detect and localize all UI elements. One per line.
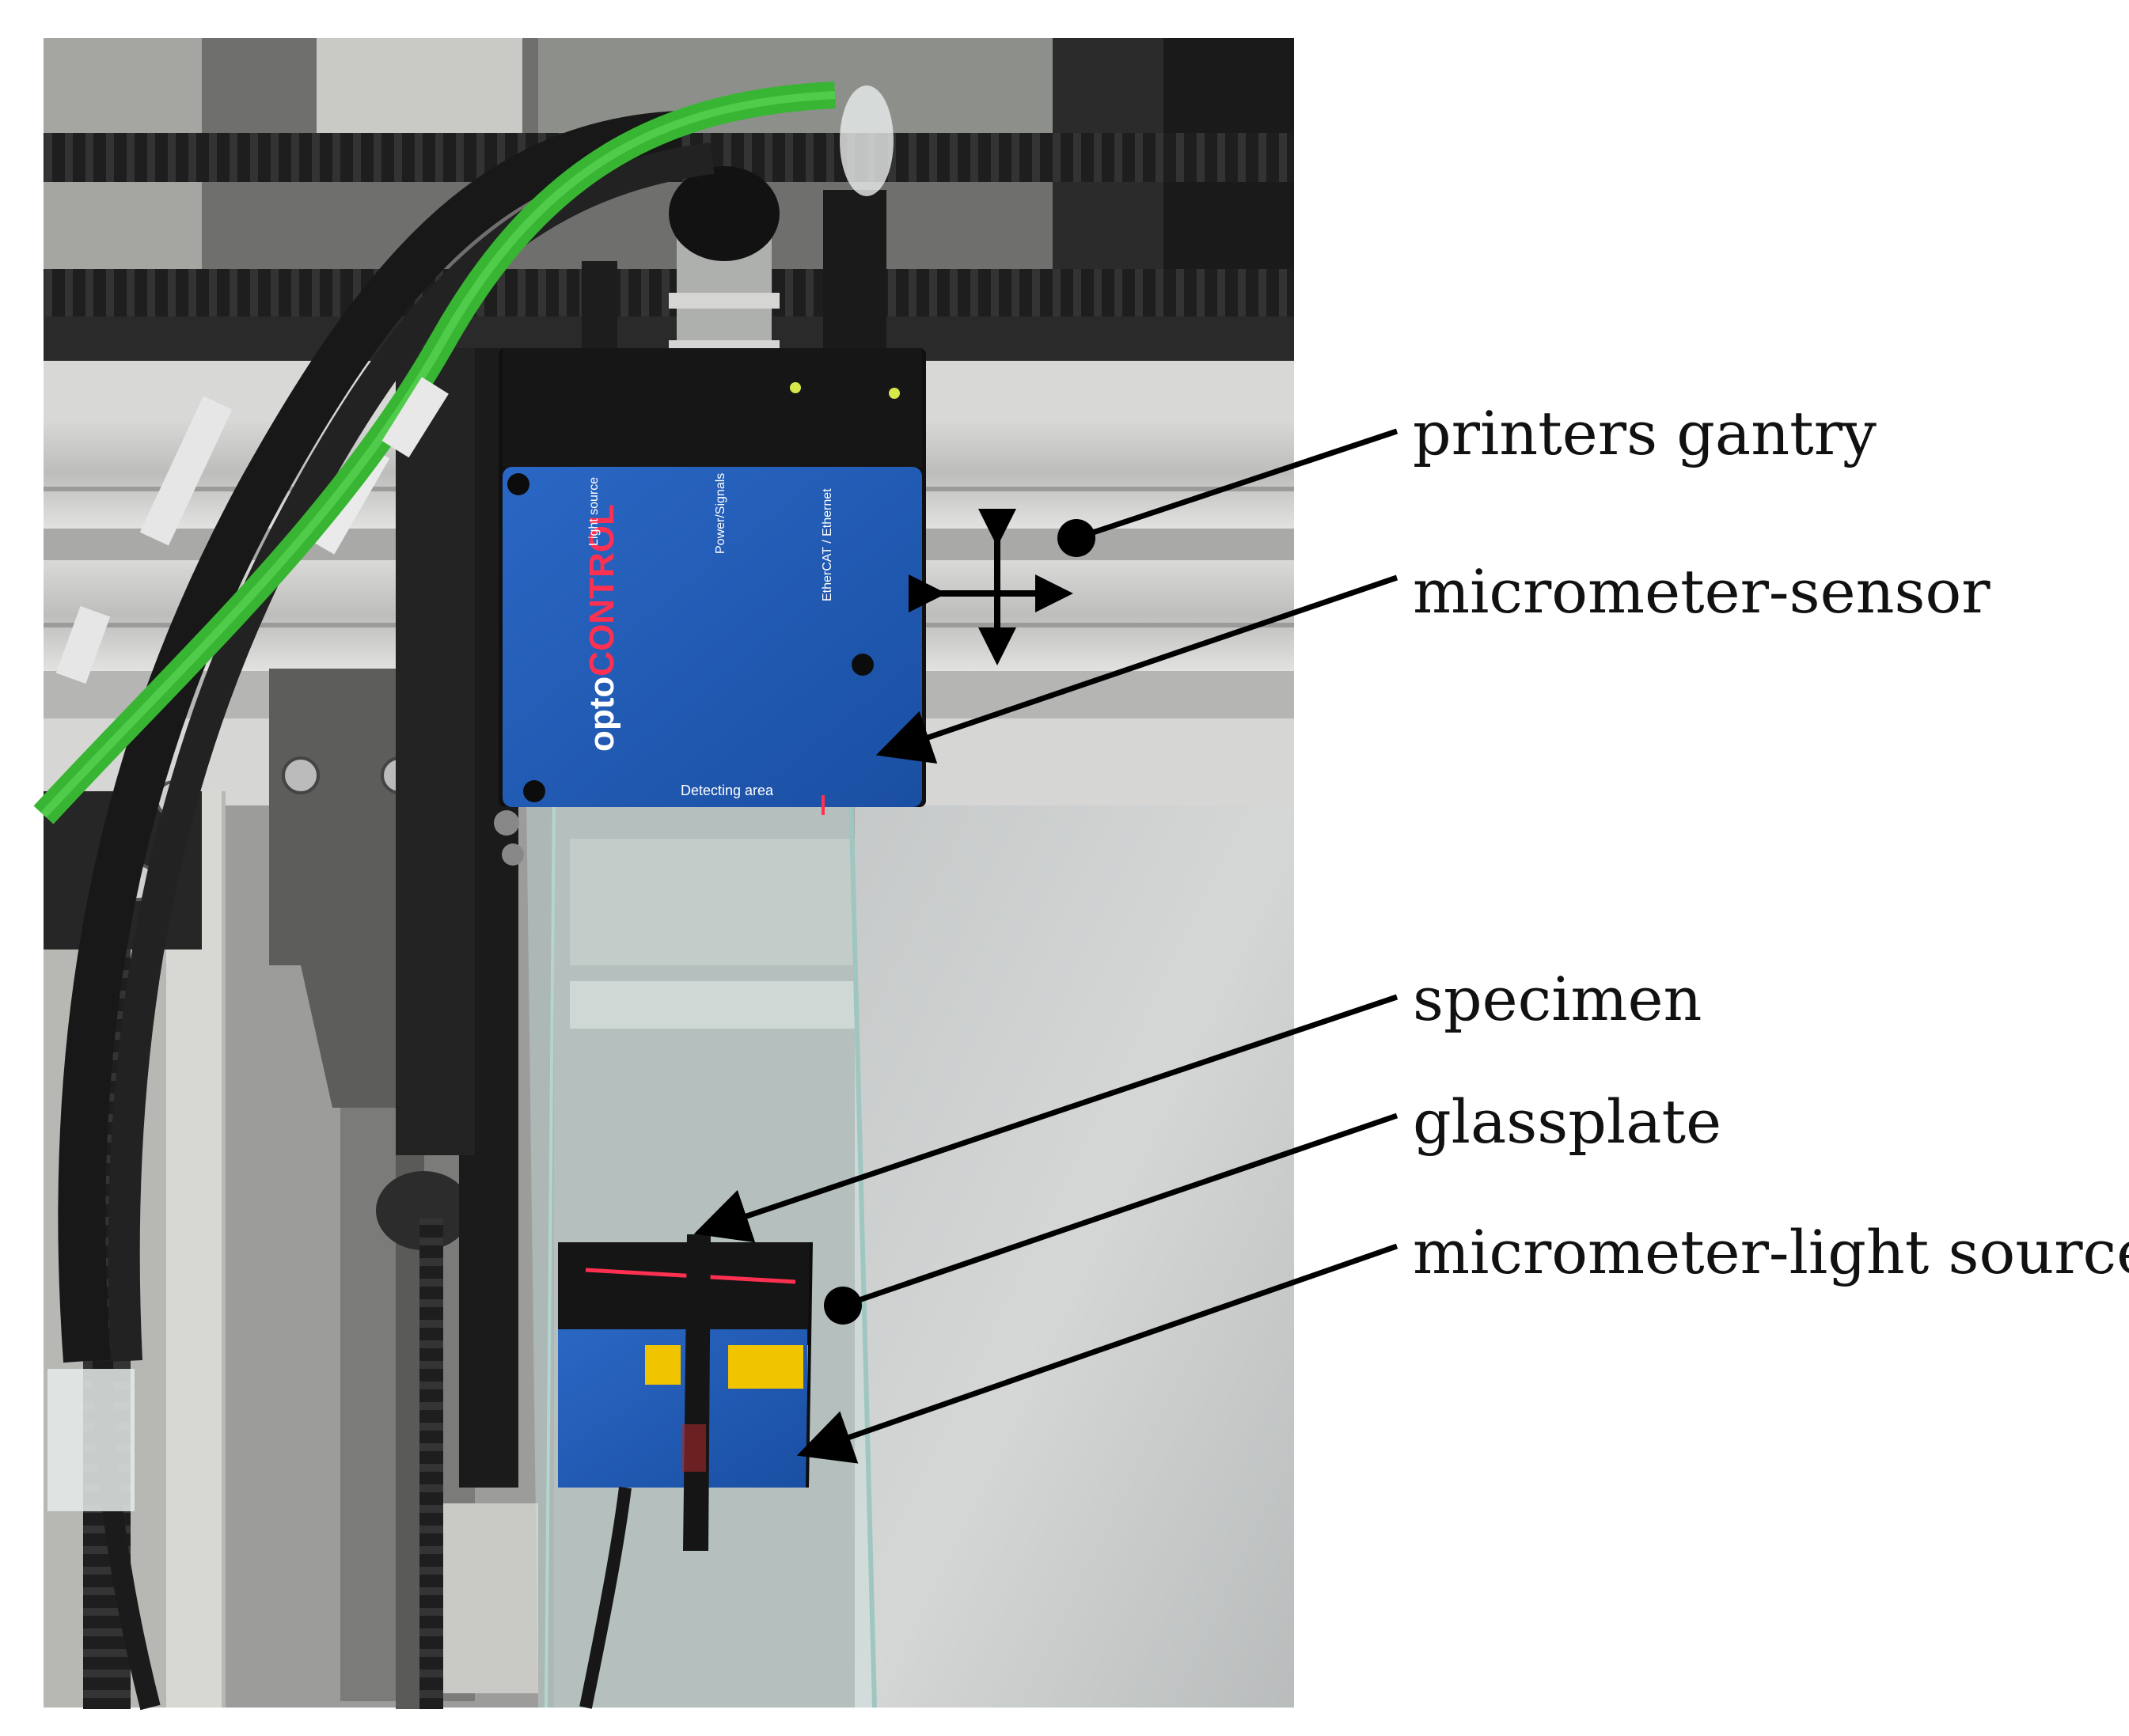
leader-printers-gantry	[1057, 428, 1398, 557]
leader-glassplate	[824, 1112, 1398, 1325]
detecting-area-text: Detecting area	[681, 783, 774, 798]
leader-specimen	[693, 994, 1398, 1243]
port-ethercat-text: EtherCAT / Ethernet	[821, 488, 834, 601]
label-printers-gantry: printers gantry	[1413, 398, 1877, 468]
leader-micrometer-light-source	[796, 1243, 1398, 1464]
port-light-text: Light source	[587, 477, 601, 546]
label-specimen: specimen	[1413, 964, 1702, 1034]
photo-frame	[33, 38, 1294, 1711]
brand-prefix: opto	[583, 677, 621, 752]
sensor-printed-text: optoCONTROL Detecting area Light source …	[583, 473, 834, 798]
port-power-text: Power/Signals	[714, 473, 727, 554]
leader-micrometer-sensor	[875, 574, 1398, 764]
brand-suffix: CONTROL	[583, 504, 621, 677]
label-glassplate: glassplate	[1413, 1086, 1722, 1157]
label-micrometer-sensor: micrometer-sensor	[1413, 556, 1990, 627]
label-micrometer-light-source: micrometer-light source	[1413, 1217, 2129, 1287]
brand-logo-text: optoCONTROL	[583, 504, 621, 752]
movement-arrows	[909, 509, 1073, 665]
